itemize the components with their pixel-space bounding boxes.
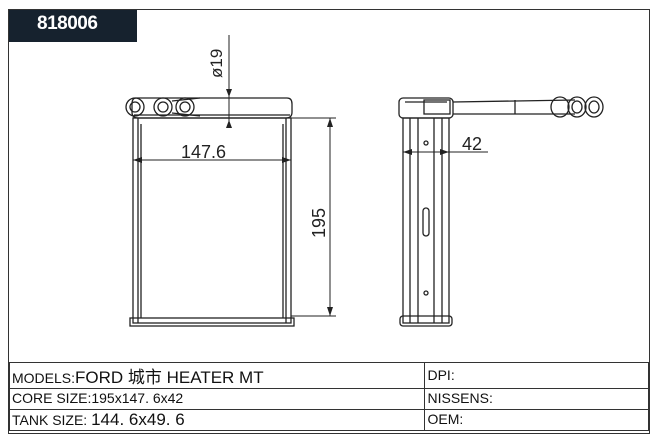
front-pipe-left-inner bbox=[129, 101, 141, 113]
side-pipe bbox=[452, 99, 576, 115]
front-core bbox=[132, 117, 292, 324]
dim-diameter-label: ø19 bbox=[207, 49, 226, 78]
front-pipe-mid-outer bbox=[153, 97, 173, 117]
width-arrow-right bbox=[282, 157, 291, 163]
side-bottom-tank bbox=[399, 315, 453, 327]
dia-arrow-bottom bbox=[226, 120, 232, 128]
side-top-tank-box bbox=[423, 99, 451, 115]
dpi-label: DPI: bbox=[427, 366, 455, 383]
side-pipe-end-3-inner bbox=[588, 100, 600, 114]
nissens-cell: NISSENS: bbox=[424, 388, 649, 410]
depth-arrow-right bbox=[440, 149, 449, 155]
dim-height-label: 195 bbox=[309, 208, 329, 238]
front-pipe-mid-inner bbox=[157, 101, 169, 113]
tank-size-value: 144. 6x49. 6 bbox=[91, 410, 185, 429]
front-pipe-right-outer bbox=[175, 97, 195, 117]
nissens-label: NISSENS: bbox=[427, 390, 493, 406]
dpi-cell: DPI: bbox=[424, 362, 649, 389]
side-top-tank bbox=[398, 97, 454, 119]
models-label: MODELS: bbox=[12, 370, 76, 386]
side-pipe-end-2-inner bbox=[571, 100, 583, 114]
side-view bbox=[398, 96, 604, 327]
spec-row-tank-size: TANK SIZE: 144. 6x49. 6 OEM: bbox=[8, 409, 649, 431]
front-pipe-left-outer bbox=[125, 97, 145, 117]
core-size-value: 195x147. 6x42 bbox=[91, 390, 184, 406]
core-size-label: CORE SIZE: bbox=[12, 390, 92, 406]
core-size-cell: CORE SIZE:195x147. 6x42 bbox=[8, 388, 426, 410]
height-arrow-top bbox=[327, 118, 333, 127]
dim-width-label: 147.6 bbox=[181, 142, 226, 162]
depth-arrow-left bbox=[403, 149, 412, 155]
side-pipe-end-1 bbox=[550, 96, 570, 118]
side-hole-bottom bbox=[423, 290, 429, 296]
front-view bbox=[125, 35, 336, 327]
height-arrow-bottom bbox=[327, 307, 333, 316]
spec-table: MODELS:FORD 城市 HEATER MT DPI: CORE SIZE:… bbox=[8, 362, 649, 431]
oem-label: OEM: bbox=[427, 411, 464, 427]
side-pipe-end-2 bbox=[567, 96, 587, 118]
tank-size-cell: TANK SIZE: 144. 6x49. 6 bbox=[8, 409, 426, 431]
side-slot bbox=[422, 207, 430, 237]
dia-arrow-top bbox=[226, 89, 232, 97]
spec-row-models: MODELS:FORD 城市 HEATER MT DPI: bbox=[8, 362, 649, 389]
models-value: FORD 城市 HEATER MT bbox=[75, 368, 264, 387]
tank-size-label: TANK SIZE: bbox=[12, 412, 92, 428]
models-cell: MODELS:FORD 城市 HEATER MT bbox=[8, 362, 426, 389]
width-arrow-left bbox=[133, 157, 142, 163]
front-pipe-neck bbox=[171, 97, 201, 117]
side-hole-top bbox=[423, 140, 429, 146]
side-core bbox=[402, 117, 450, 324]
sheet-border bbox=[8, 9, 650, 434]
front-pipe-right-inner bbox=[179, 101, 191, 113]
oem-cell: OEM: bbox=[424, 409, 649, 431]
dim-depth-label: 42 bbox=[462, 134, 482, 154]
front-bottom-tank bbox=[129, 317, 295, 327]
part-number-badge: 818006 bbox=[9, 10, 137, 42]
side-pipe-end-3 bbox=[584, 96, 604, 118]
spec-row-core-size: CORE SIZE:195x147. 6x42 NISSENS: bbox=[8, 388, 649, 410]
